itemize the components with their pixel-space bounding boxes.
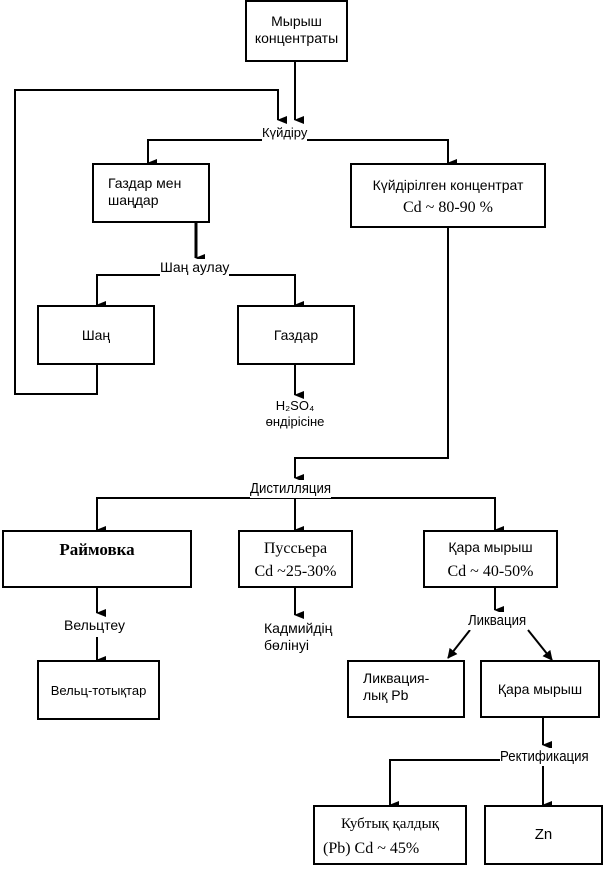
- gases-label: Газдар: [273, 327, 319, 343]
- liquation-label: Ликвация: [468, 612, 527, 630]
- raimovka-label: Раймовка: [59, 540, 135, 559]
- zinc-concentrate-label: Мырыш концентраты: [254, 13, 339, 46]
- crude-zinc-cd-label: Cd ~ 40-50%: [447, 563, 534, 580]
- still-residue-label: Кубтық қалдық: [340, 816, 440, 832]
- roasting-label: Күйдіру: [262, 125, 308, 141]
- gases-box: Газдар: [237, 305, 355, 365]
- sulfuric-acid-output: H₂SO₄ өндірісіне: [265, 398, 325, 429]
- zn-box: Zn: [484, 805, 603, 865]
- crude-zinc-label: Қара мырыш: [448, 539, 533, 555]
- raimovka-box: Раймовка: [2, 530, 192, 588]
- zn-label: Zn: [534, 826, 553, 843]
- waelz-oxides-label: Вельц-тотықтар: [50, 683, 147, 698]
- crude-zinc-2-label: Қара мырыш: [497, 681, 583, 697]
- roasted-cd-label: Cd ~ 80-90 %: [403, 199, 493, 216]
- zinc-concentrate-box: Мырыш концентраты: [245, 0, 348, 62]
- gases-and-dust-label: Газдар мен шаңдар: [108, 175, 182, 208]
- dust-capture-label: Шаң аулау: [160, 259, 230, 276]
- roasted-concentrate-label: Күйдірілген концентрат: [372, 177, 524, 193]
- liquation-pb-box: Ликвация- лық Pb: [347, 660, 465, 718]
- dust-box: Шаң: [37, 305, 155, 365]
- roasting-split-line: [147, 139, 449, 163]
- rectification-split-line: [389, 759, 544, 805]
- distillation-label: Дистилляция: [250, 480, 331, 498]
- gases-and-dust-box: Газдар мен шаңдар: [92, 163, 210, 223]
- roasted-concentrate-box: Күйдірілген концентрат Cd ~ 80-90 %: [350, 163, 546, 228]
- still-residue-box: Кубтық қалдық (Pb) Cd ~ 45%: [313, 805, 467, 865]
- arrow-to-crude-zinc-2: [527, 629, 553, 661]
- dust-capture-split-line: [96, 274, 296, 305]
- cadmium-recovery-output: Кадмийдің бөлінуі: [264, 620, 333, 653]
- crude-zinc-2-box: Қара мырыш: [480, 660, 600, 718]
- waelz-label: Вельцтеу: [64, 617, 126, 634]
- still-residue-cd-label: (Pb) Cd ~ 45%: [323, 840, 420, 857]
- dust-recycle-loop: [14, 89, 287, 395]
- arrow-to-liquation-pb: [447, 629, 471, 659]
- liquation-pb-label: Ликвация- лық Pb: [363, 670, 430, 703]
- roasted-to-distillation-line: [294, 228, 449, 482]
- crude-zinc-box: Қара мырыш Cd ~ 40-50%: [423, 530, 558, 588]
- dust-label: Шаң: [81, 327, 111, 343]
- pusser-box: Пуссьера Cd ~25-30%: [238, 530, 353, 588]
- waelz-oxides-box: Вельц-тотықтар: [37, 660, 160, 720]
- rectification-label: Ректификация: [500, 748, 589, 766]
- pusser-cd-label: Cd ~25-30%: [254, 563, 337, 580]
- pusser-label: Пуссьера: [263, 540, 328, 557]
